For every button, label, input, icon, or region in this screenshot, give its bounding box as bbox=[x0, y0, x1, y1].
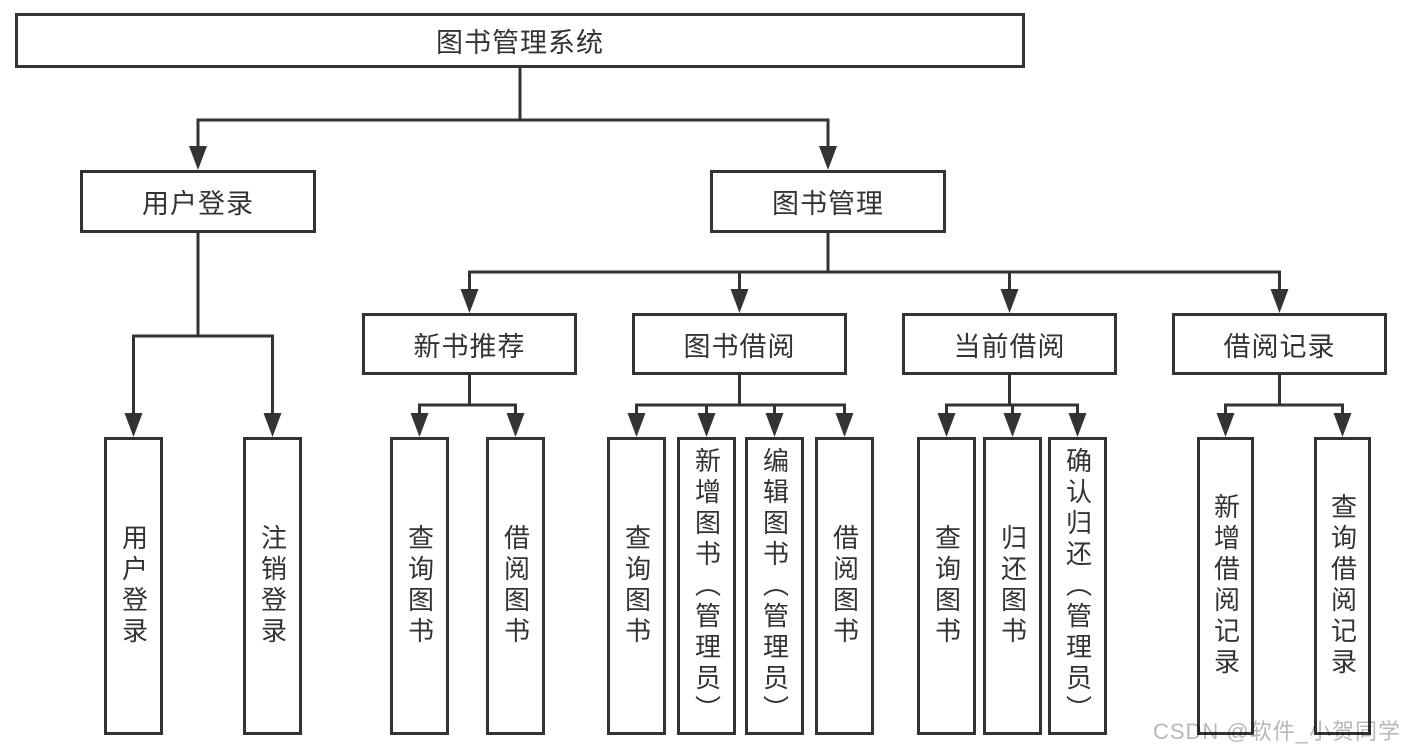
leaf-label: 借阅图书 bbox=[500, 524, 531, 648]
node-label: 用户登录 bbox=[142, 189, 254, 219]
leaf-borrowing-query-books: 查询图书 bbox=[607, 437, 666, 735]
node-root-system: 图书管理系统 bbox=[15, 13, 1025, 68]
leaf-records-query-record: 查询借阅记录 bbox=[1314, 437, 1371, 735]
node-borrowing-records: 借阅记录 bbox=[1172, 313, 1387, 375]
leaf-label: 查询借阅记录 bbox=[1327, 493, 1358, 679]
leaf-label: 注销登录 bbox=[257, 524, 288, 648]
node-user-login: 用户登录 bbox=[80, 170, 316, 233]
leaf-borrowing-borrow-books: 借阅图书 bbox=[815, 437, 874, 735]
arrowhead-icon bbox=[1068, 413, 1087, 437]
connector-new-book-recommend-to-leaves bbox=[410, 375, 525, 437]
leaf-current-confirm-return-admin: 确认归还（管理员） bbox=[1048, 437, 1107, 735]
leaf-recommend-query-books: 查询图书 bbox=[390, 437, 449, 735]
arrowhead-icon bbox=[189, 146, 207, 170]
arrowhead-icon bbox=[627, 413, 646, 437]
node-label: 借阅记录 bbox=[1223, 331, 1336, 362]
leaf-current-query-books: 查询图书 bbox=[917, 437, 976, 735]
leaf-label: 新增图书（管理员） bbox=[691, 446, 722, 726]
leaf-borrowing-add-books-admin: 新增图书（管理员） bbox=[677, 437, 736, 735]
node-label: 新书推荐 bbox=[413, 331, 526, 362]
leaf-logout: 注销登录 bbox=[243, 437, 302, 735]
connector-user-login-to-leaves bbox=[124, 233, 282, 437]
arrowhead-icon bbox=[124, 413, 143, 437]
connector-borrowing-records-to-leaves bbox=[1216, 375, 1352, 437]
arrowhead-icon bbox=[819, 146, 837, 170]
leaf-label: 查询图书 bbox=[621, 524, 652, 648]
arrowhead-icon bbox=[1216, 413, 1235, 437]
arrowhead-icon bbox=[937, 413, 956, 437]
arrowhead-icon bbox=[506, 413, 525, 437]
arrowhead-icon bbox=[697, 413, 716, 437]
leaf-recommend-borrow-books: 借阅图书 bbox=[486, 437, 545, 735]
leaf-label: 确认归还（管理员） bbox=[1062, 446, 1093, 726]
arrowhead-icon bbox=[410, 413, 429, 437]
csdn-watermark: CSDN @软件_小贺同学 bbox=[1152, 719, 1401, 744]
leaf-label: 新增借阅记录 bbox=[1210, 493, 1241, 679]
arrowhead-icon bbox=[1333, 413, 1352, 437]
leaf-label: 查询图书 bbox=[931, 524, 962, 648]
node-label: 当前借阅 bbox=[953, 331, 1066, 362]
leaf-current-return-books: 归还图书 bbox=[983, 437, 1042, 735]
arrowhead-icon bbox=[460, 289, 479, 313]
connector-book-management-to-level3 bbox=[460, 233, 1289, 313]
node-new-book-recommend: 新书推荐 bbox=[362, 313, 577, 375]
leaf-records-add-record: 新增借阅记录 bbox=[1197, 437, 1254, 735]
leaf-user-login: 用户登录 bbox=[104, 437, 163, 735]
arrowhead-icon bbox=[730, 289, 749, 313]
arrowhead-icon bbox=[835, 413, 854, 437]
leaf-label: 用户登录 bbox=[118, 524, 149, 648]
leaf-borrowing-edit-books-admin: 编辑图书（管理员） bbox=[745, 437, 804, 735]
leaf-label: 归还图书 bbox=[997, 524, 1028, 648]
connector-root-to-level2 bbox=[189, 68, 837, 170]
arrowhead-icon bbox=[765, 413, 784, 437]
node-label: 图书借阅 bbox=[683, 331, 796, 362]
leaf-label: 查询图书 bbox=[404, 524, 435, 648]
arrowhead-icon bbox=[1270, 289, 1289, 313]
node-label: 图书管理系统 bbox=[436, 28, 604, 58]
node-label: 图书管理 bbox=[772, 189, 884, 219]
node-book-management: 图书管理 bbox=[710, 170, 946, 233]
connector-book-borrowing-to-leaves bbox=[627, 375, 854, 437]
connector-current-borrowing-to-leaves bbox=[937, 375, 1087, 437]
arrowhead-icon bbox=[1003, 413, 1022, 437]
leaf-label: 编辑图书（管理员） bbox=[759, 446, 790, 726]
arrowhead-icon bbox=[263, 413, 282, 437]
arrowhead-icon bbox=[1000, 289, 1019, 313]
node-book-borrowing: 图书借阅 bbox=[632, 313, 847, 375]
node-current-borrowing: 当前借阅 bbox=[902, 313, 1117, 375]
leaf-label: 借阅图书 bbox=[829, 524, 860, 648]
